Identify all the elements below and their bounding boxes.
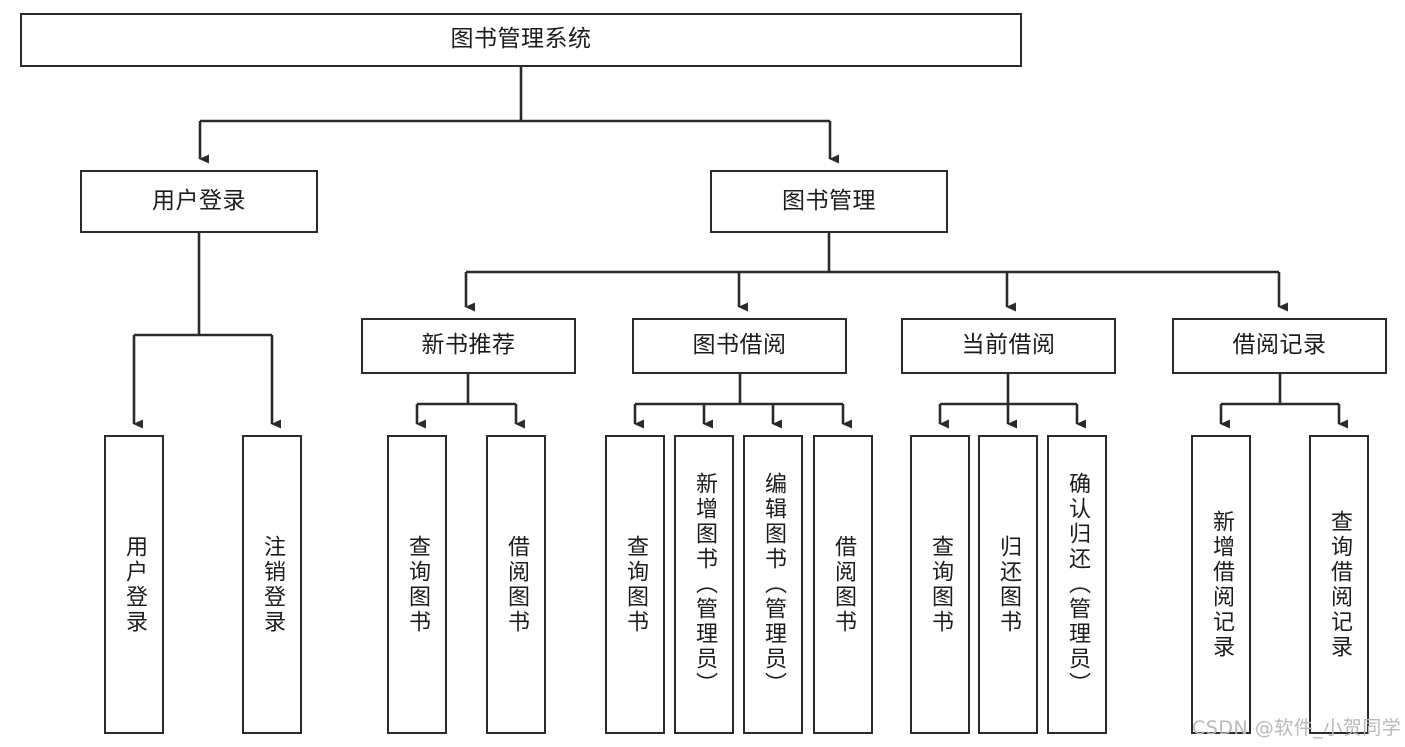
node-label: 图书借阅 bbox=[692, 332, 787, 359]
node-leaf-add-borrow-record[interactable]: 新增借阅记录 bbox=[1191, 435, 1251, 734]
node-label: 借阅图书 bbox=[831, 534, 856, 635]
node-leaf-query-book-current[interactable]: 查询图书 bbox=[910, 435, 970, 734]
node-current-borrow[interactable]: 当前借阅 bbox=[901, 318, 1116, 374]
node-leaf-query-book-borrow[interactable]: 查询图书 bbox=[605, 435, 665, 734]
node-new-book-recommend[interactable]: 新书推荐 bbox=[361, 318, 576, 374]
node-label: 当前借阅 bbox=[961, 332, 1056, 359]
node-label: 用户登录 bbox=[122, 534, 147, 635]
node-label: 查询图书 bbox=[405, 534, 430, 635]
node-label: 新增借阅记录 bbox=[1209, 509, 1234, 660]
node-leaf-edit-book[interactable]: 编辑图书（管理员） bbox=[743, 435, 803, 734]
node-label: 用户登录 bbox=[152, 187, 246, 214]
node-label: 新增图书（管理员） bbox=[692, 472, 717, 697]
node-label: 查询图书 bbox=[928, 534, 953, 635]
node-leaf-return-book[interactable]: 归还图书 bbox=[978, 435, 1038, 734]
node-leaf-query-borrow-record[interactable]: 查询借阅记录 bbox=[1309, 435, 1369, 734]
node-label: 查询图书 bbox=[623, 534, 648, 635]
node-leaf-borrow-book[interactable]: 借阅图书 bbox=[813, 435, 873, 734]
node-label: 注销登录 bbox=[260, 534, 285, 635]
node-book-borrow[interactable]: 图书借阅 bbox=[632, 318, 847, 374]
node-leaf-borrow-book-recommend[interactable]: 借阅图书 bbox=[486, 435, 546, 734]
node-label: 编辑图书（管理员） bbox=[761, 472, 786, 697]
node-label: 图书管理 bbox=[782, 187, 876, 214]
node-label: 确认归还（管理员） bbox=[1065, 472, 1090, 697]
node-label: 查询借阅记录 bbox=[1327, 509, 1352, 660]
node-label: 借阅记录 bbox=[1232, 332, 1327, 359]
node-root-book-management-system[interactable]: 图书管理系统 bbox=[20, 13, 1022, 67]
node-book-management[interactable]: 图书管理 bbox=[710, 170, 948, 233]
node-borrow-record[interactable]: 借阅记录 bbox=[1172, 318, 1387, 374]
watermark-text: CSDN @软件_小贺同学 bbox=[1192, 717, 1402, 739]
node-label: 新书推荐 bbox=[421, 332, 516, 359]
node-leaf-confirm-return[interactable]: 确认归还（管理员） bbox=[1047, 435, 1107, 734]
node-leaf-add-book[interactable]: 新增图书（管理员） bbox=[674, 435, 734, 734]
node-leaf-user-login[interactable]: 用户登录 bbox=[104, 435, 164, 734]
node-label: 图书管理系统 bbox=[450, 26, 592, 53]
node-label: 归还图书 bbox=[996, 534, 1021, 635]
node-leaf-query-book-recommend[interactable]: 查询图书 bbox=[387, 435, 447, 734]
node-leaf-logout[interactable]: 注销登录 bbox=[242, 435, 302, 734]
node-label: 借阅图书 bbox=[504, 534, 529, 635]
node-user-login[interactable]: 用户登录 bbox=[80, 170, 318, 233]
